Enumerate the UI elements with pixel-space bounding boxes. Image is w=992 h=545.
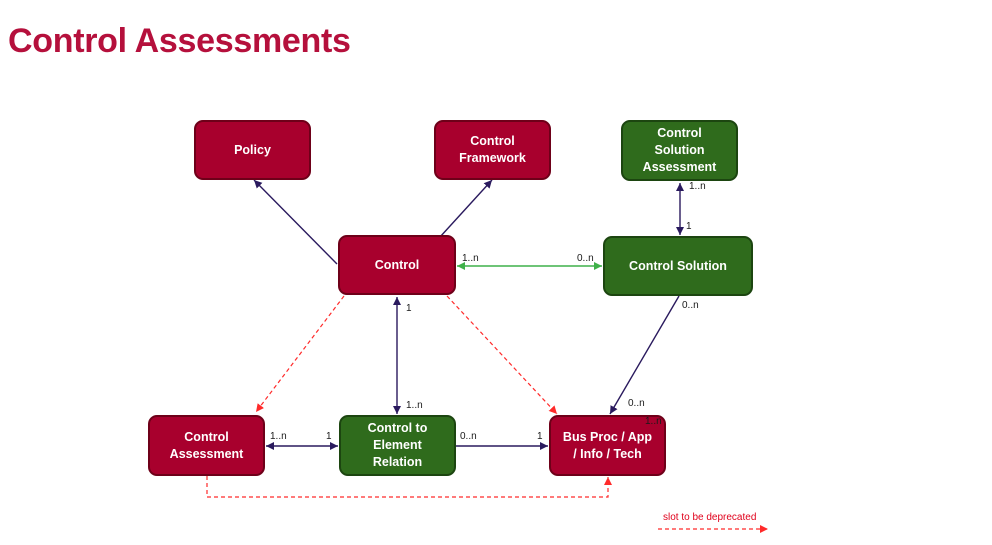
edge-control-framework (439, 179, 493, 238)
mult-csa-bottom: 1 (686, 221, 692, 232)
legend-label: slot to be deprecated (663, 512, 757, 523)
edge-deprecated-control-assessment (255, 295, 345, 413)
node-control-solution: Control Solution (603, 236, 753, 296)
mult-solution-left: 0..n (577, 253, 594, 264)
edge-control-policy (253, 179, 338, 265)
node-control-assessment: Control Assessment (148, 415, 265, 476)
mult-relation-left: 1 (326, 431, 332, 442)
page-title: Control Assessments (8, 22, 351, 60)
mult-solution-bottom: 0..n (682, 300, 699, 311)
node-control-to-element-relation: Control to Element Relation (339, 415, 456, 476)
mult-assessment-right: 1..n (270, 431, 287, 442)
mult-control-right: 1..n (462, 253, 479, 264)
mult-bus-top-right: 1..n (645, 416, 662, 427)
node-control-solution-assessment: Control Solution Assessment (621, 120, 738, 181)
mult-csa-top: 1..n (689, 181, 706, 192)
mult-relation-right: 0..n (460, 431, 477, 442)
edge-deprecated-control-bus (446, 295, 558, 415)
node-policy: Policy (194, 120, 311, 180)
node-control: Control (338, 235, 456, 295)
mult-relation-top: 1..n (406, 400, 423, 411)
mult-bus-left: 1 (537, 431, 543, 442)
node-bus-proc: Bus Proc / App / Info / Tech (549, 415, 666, 476)
edge-solution-bus (609, 295, 680, 415)
mult-control-bottom: 1 (406, 303, 412, 314)
edge-deprecated-assessment-bus (206, 476, 612, 498)
mult-bus-top: 0..n (628, 398, 645, 409)
node-control-framework: Control Framework (434, 120, 551, 180)
